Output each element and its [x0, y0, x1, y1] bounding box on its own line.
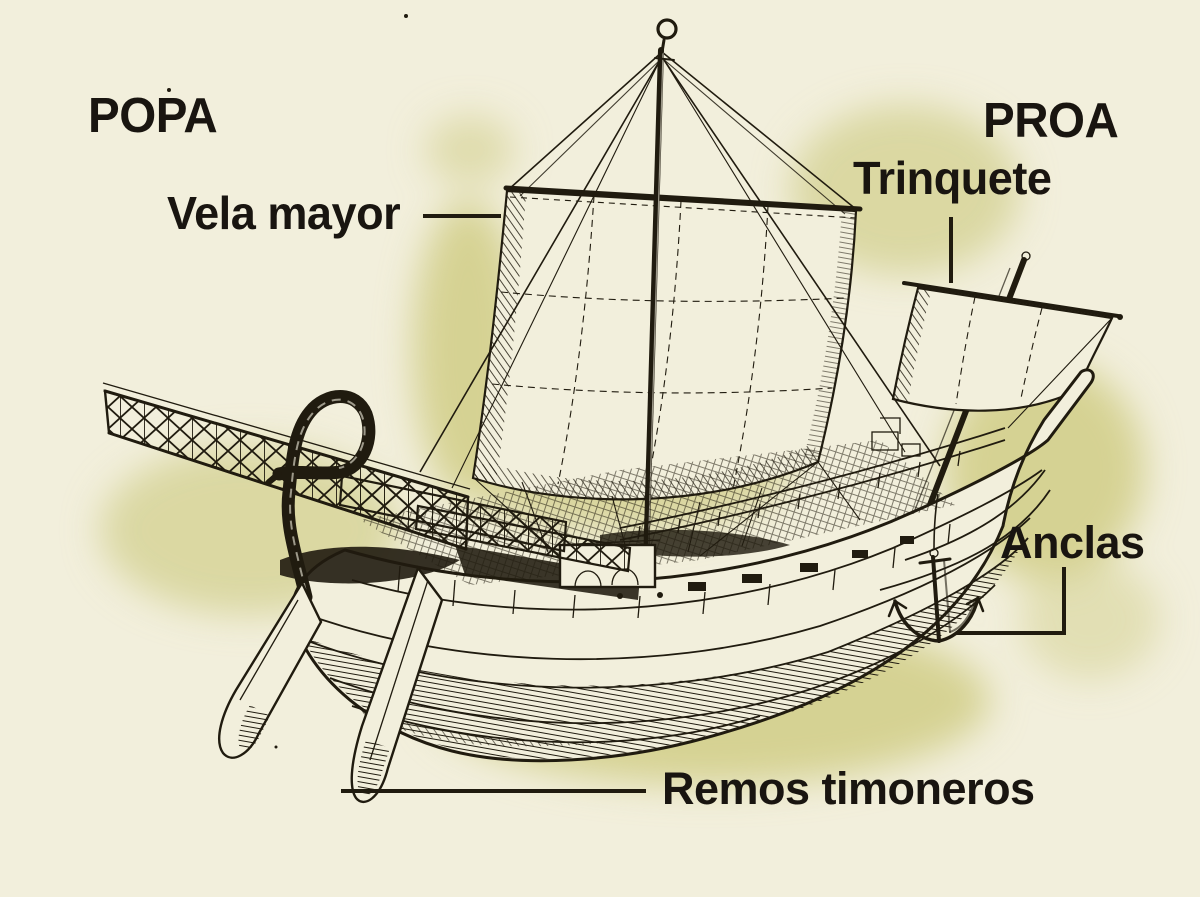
anchor-icon: [887, 493, 985, 643]
swan-neck-ornament: [266, 390, 376, 604]
ink-specks: [167, 14, 408, 749]
steering-oars: [218, 565, 444, 804]
trinquete-leader-line: [949, 217, 953, 283]
anclas-leader-line-vertical: [1062, 567, 1066, 635]
label-vela-mayor: Vela mayor: [167, 187, 401, 239]
label-remos-timoneros: Remos timoneros: [662, 763, 1035, 814]
main-yard: [503, 185, 863, 219]
anclas-leader-line-horizontal: [956, 631, 1066, 635]
label-anclas: Anclas: [1000, 517, 1145, 568]
label-trinquete: Trinquete: [853, 152, 1052, 204]
label-proa: PROA: [983, 94, 1119, 148]
remos-timoneros-leader-line: [341, 789, 646, 793]
vela-mayor-leader-line: [423, 214, 501, 218]
label-popa: POPA: [88, 89, 218, 143]
